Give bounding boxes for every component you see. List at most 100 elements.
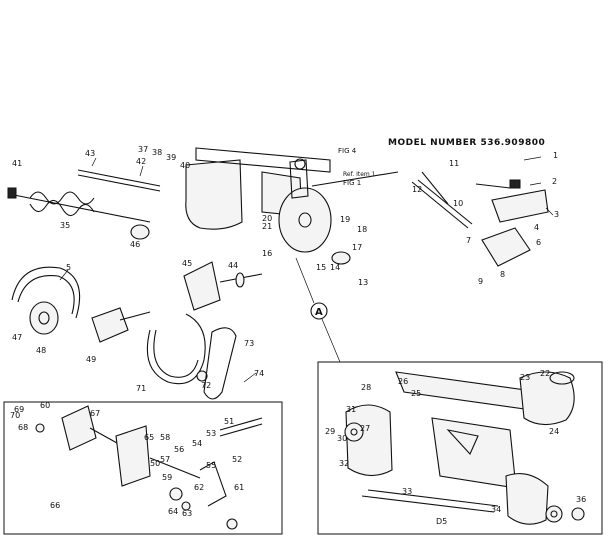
part-number-38: 38 xyxy=(152,148,162,157)
inset-box-left xyxy=(3,401,283,535)
part-number-labels: 1234567891011121314151617181920212223242… xyxy=(10,145,586,518)
part-number-37: 37 xyxy=(138,145,148,154)
part-number-67: 67 xyxy=(90,409,100,418)
part-number-74: 74 xyxy=(254,369,264,378)
part-number-23: 23 xyxy=(520,373,530,382)
part-number-30: 30 xyxy=(337,434,347,443)
inset-d5-label: D5 xyxy=(436,517,447,526)
part-number-54: 54 xyxy=(192,439,202,448)
part-number-4: 4 xyxy=(534,223,539,232)
part-number-34: 34 xyxy=(491,505,501,514)
part-number-43: 43 xyxy=(85,149,95,158)
part-number-70: 70 xyxy=(10,411,20,420)
part-number-15: 15 xyxy=(316,263,326,272)
part-number-65: 65 xyxy=(144,433,154,442)
part-number-59: 59 xyxy=(162,473,172,482)
leader-lines xyxy=(59,156,554,383)
part-number-64: 64 xyxy=(168,507,178,516)
fig-1-label: FIG 1 xyxy=(343,179,361,187)
part-number-42: 42 xyxy=(136,157,146,166)
part-number-57: 57 xyxy=(160,455,170,464)
part-number-11: 11 xyxy=(449,159,459,168)
fig-4-label: FIG 4 xyxy=(338,147,357,155)
part-number-10: 10 xyxy=(453,199,463,208)
impeller-ring-5 xyxy=(11,266,81,335)
part-number-17: 17 xyxy=(352,243,362,252)
part-number-44: 44 xyxy=(228,261,238,270)
part-number-32: 32 xyxy=(339,459,349,468)
part-number-13: 13 xyxy=(358,278,368,287)
part-number-31: 31 xyxy=(346,405,356,414)
control-rod xyxy=(311,171,399,187)
belt-73 xyxy=(203,327,237,400)
part-number-66: 66 xyxy=(50,501,60,510)
part-number-21: 21 xyxy=(262,222,272,231)
part-number-47: 47 xyxy=(12,333,22,342)
part-number-62: 62 xyxy=(194,483,204,492)
part-number-50: 50 xyxy=(150,459,160,468)
part-number-35: 35 xyxy=(60,221,70,230)
part-number-39: 39 xyxy=(166,153,176,162)
part-number-1: 1 xyxy=(553,151,558,160)
part-number-16: 16 xyxy=(262,249,272,258)
part-number-51: 51 xyxy=(224,417,234,426)
part-number-2: 2 xyxy=(552,177,557,186)
part-number-14: 14 xyxy=(330,263,340,272)
model-number: MODEL NUMBER 536.909800 xyxy=(388,138,545,148)
inset-box-right xyxy=(317,361,603,535)
part-number-29: 29 xyxy=(325,427,335,436)
part-number-6: 6 xyxy=(536,238,541,247)
part-number-12: 12 xyxy=(412,185,422,194)
part-number-45: 45 xyxy=(182,259,192,268)
right-inset-parts xyxy=(344,371,585,525)
part-number-9: 9 xyxy=(478,277,483,286)
part-number-73: 73 xyxy=(244,339,254,348)
frame-71 xyxy=(146,313,208,385)
part-number-27: 27 xyxy=(360,424,370,433)
part-number-26: 26 xyxy=(398,377,408,386)
part-number-61: 61 xyxy=(234,483,244,492)
auger-housing xyxy=(185,147,332,253)
part-number-3: 3 xyxy=(554,210,559,219)
part-number-58: 58 xyxy=(160,433,170,442)
part-number-55: 55 xyxy=(206,461,216,470)
left-inset-parts xyxy=(35,405,263,530)
part-number-52: 52 xyxy=(232,455,242,464)
part-number-28: 28 xyxy=(361,383,371,392)
svg-text:A: A xyxy=(315,307,323,318)
part-number-24: 24 xyxy=(549,427,559,436)
part-number-48: 48 xyxy=(36,346,46,355)
pulley-assembly xyxy=(183,261,263,311)
discharge-chute-assembly xyxy=(411,171,549,267)
part-number-53: 53 xyxy=(206,429,216,438)
part-number-71: 71 xyxy=(136,384,146,393)
part-number-20: 20 xyxy=(262,214,272,223)
disc-part xyxy=(130,224,150,240)
part-number-8: 8 xyxy=(500,270,505,279)
part-number-25: 25 xyxy=(411,389,421,398)
drive-shaft-42 xyxy=(77,169,161,192)
gear-case-49 xyxy=(91,307,151,343)
part-number-22: 22 xyxy=(540,369,550,378)
callout-a-marker: A xyxy=(295,257,341,363)
part-number-18: 18 xyxy=(357,225,367,234)
auger-assembly xyxy=(7,187,151,223)
part-number-40: 40 xyxy=(180,161,190,170)
part-number-60: 60 xyxy=(40,401,50,410)
part-number-63: 63 xyxy=(182,509,192,518)
part-number-7: 7 xyxy=(466,236,471,245)
part-number-36: 36 xyxy=(576,495,586,504)
part-number-5: 5 xyxy=(66,263,71,272)
part-number-19: 19 xyxy=(340,215,350,224)
part-number-56: 56 xyxy=(174,445,184,454)
part-number-46: 46 xyxy=(130,240,140,249)
washer-14 xyxy=(331,251,351,265)
part-number-41: 41 xyxy=(12,159,22,168)
part-number-68: 68 xyxy=(18,423,28,432)
part-number-69: 69 xyxy=(14,405,24,414)
part-number-33: 33 xyxy=(402,487,412,496)
part-number-72: 72 xyxy=(201,381,211,390)
ref-item-label: Ref. Item 1 xyxy=(343,171,376,178)
